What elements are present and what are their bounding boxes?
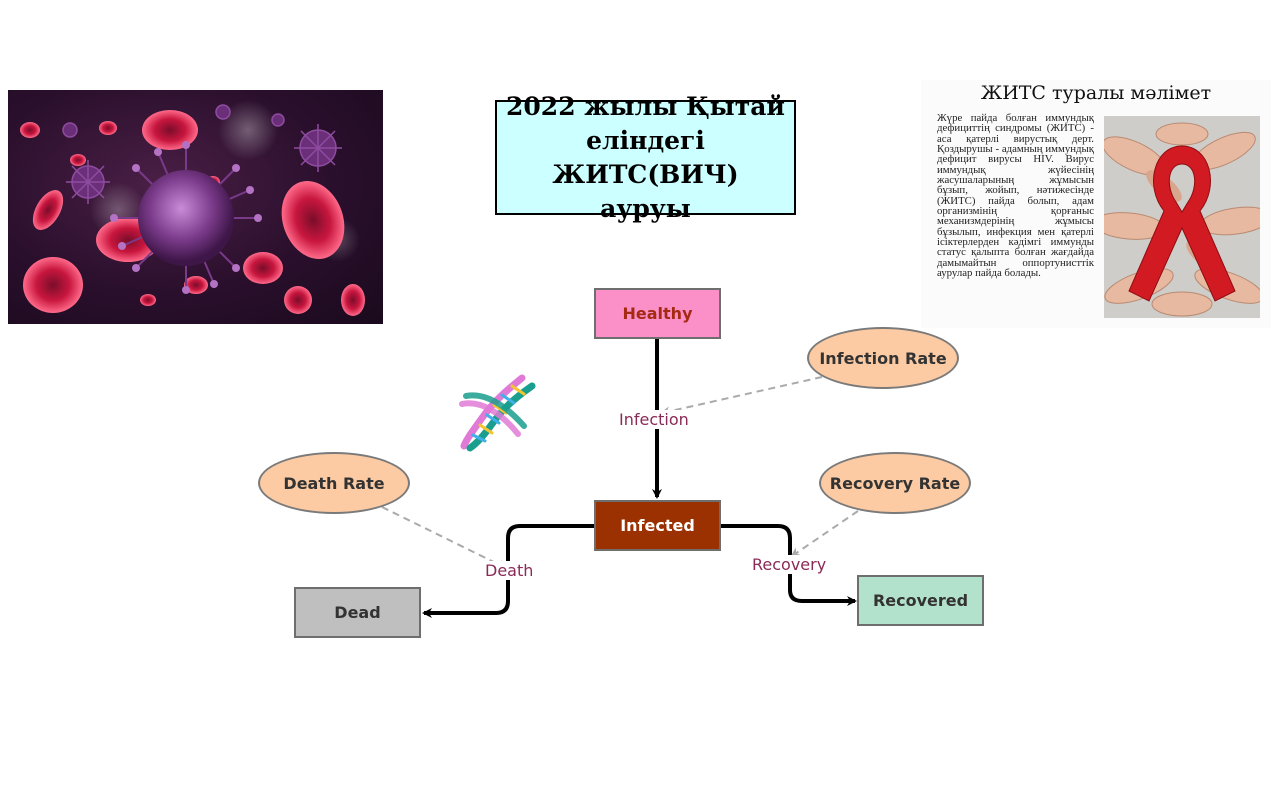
title-line-1: 2022 жылы Қытай [506, 91, 785, 121]
healthy-node: Healthy [594, 288, 721, 339]
virus-cells-graphic [20, 100, 365, 316]
infection-flow-label: Infection [618, 410, 690, 429]
dna-icon [459, 374, 536, 452]
infected-node: Infected [594, 500, 721, 551]
info-body-text: Жүре пайда болған иммундық дефициттің си… [937, 112, 1094, 280]
recovery-rate-link [790, 510, 859, 558]
red-ribbon-graphic [1104, 116, 1260, 318]
title-line-2: еліндегі ЖИТС(ВИЧ) [552, 125, 739, 189]
recovered-node: Recovered [857, 575, 984, 626]
virus-cells-image [8, 90, 383, 324]
dead-node: Dead [294, 587, 421, 638]
infection-rate-node: Infection Rate [807, 327, 959, 389]
recovery-rate-node: Recovery Rate [819, 452, 971, 514]
death-rate-node: Death Rate [258, 452, 410, 514]
recovery-flow-label: Recovery [751, 555, 828, 574]
infection-rate-link [660, 376, 823, 417]
red-ribbon-hands-image [1104, 116, 1260, 318]
page-title: 2022 жылы Қытай еліндегі ЖИТС(ВИЧ) ауруы [495, 92, 796, 223]
info-heading: ЖИТС туралы мәлімет [980, 82, 1212, 104]
aids-info-panel: ЖИТС туралы мәлімет Жүре пайда болған им… [921, 80, 1271, 328]
death-flow-label: Death [484, 561, 535, 580]
title-line-3: ауруы [600, 193, 691, 223]
death-rate-link [381, 506, 508, 569]
